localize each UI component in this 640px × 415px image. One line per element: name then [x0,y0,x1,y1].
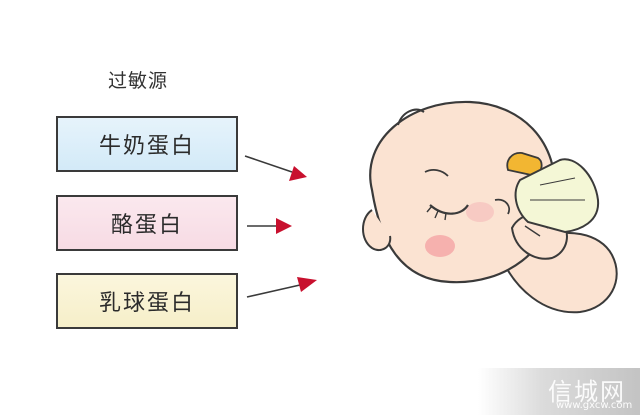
allergen-box-milk-protein: 牛奶蛋白 [56,116,238,172]
arrow-3 [246,277,317,298]
allergen-label: 酪蛋白 [110,213,183,238]
diagram-title: 过敏源 [108,70,169,92]
watermark-url: www.gxcw.com [556,400,633,411]
allergen-label: 乳球蛋白 [98,291,195,316]
allergen-label: 牛奶蛋白 [98,134,195,159]
arrow-1 [244,155,307,181]
baby-bottle [506,152,600,234]
allergen-box-lactoglobulin: 乳球蛋白 [56,273,238,329]
watermark-band [478,368,640,415]
watermark-logo-text: 信城网 [548,378,626,406]
arrow-2 [247,218,292,234]
allergen-box-casein: 酪蛋白 [56,195,238,251]
